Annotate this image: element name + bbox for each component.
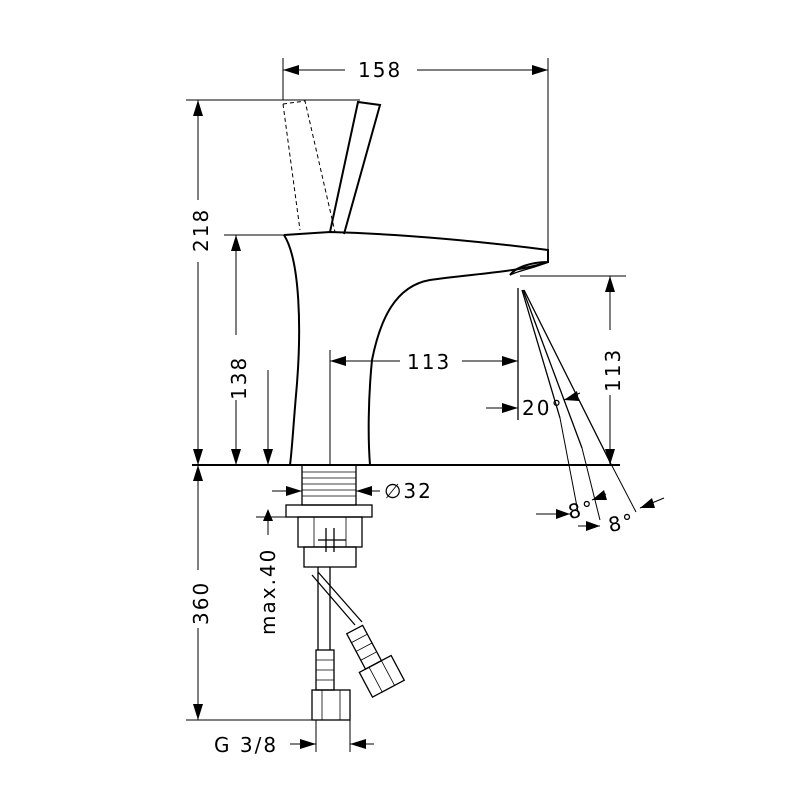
mounting-shank — [285, 464, 373, 568]
dim-spout-height-113: 113 — [520, 275, 626, 465]
dim-label-158: 158 — [358, 58, 402, 82]
dim-label-diameter: ∅32 — [384, 479, 433, 503]
spray-lines — [517, 288, 637, 521]
lever-handle — [282, 100, 382, 235]
dim-diameter-32: ∅32 — [272, 479, 433, 503]
supply-hoses — [311, 567, 406, 721]
faucet-body — [192, 230, 620, 466]
dim-thread-g38: G 3/8 — [214, 720, 374, 757]
dim-angle-8: 8° 8° — [536, 490, 665, 537]
dim-max-40: max.40 — [256, 509, 286, 635]
dim-height-218: 218 — [186, 99, 360, 465]
dim-label-218: 218 — [189, 208, 213, 252]
dim-label-thread: G 3/8 — [214, 733, 278, 757]
dim-label-angle-20: 20° — [522, 396, 563, 420]
dim-angle-20: 20° — [486, 391, 581, 420]
dim-length-360: 360 — [186, 465, 312, 721]
dim-label-360: 360 — [189, 581, 213, 625]
dim-height-138: 138 — [224, 234, 284, 465]
dim-label-tilt-1: 8° — [566, 496, 596, 524]
dim-reach-113: 113 — [329, 350, 518, 465]
dim-label-138: 138 — [227, 356, 251, 400]
dim-label-tilt-2: 8° — [606, 509, 636, 537]
dim-label-spout-height: 113 — [601, 348, 625, 392]
dim-width-158: 158 — [282, 58, 549, 250]
dim-label-reach: 113 — [407, 350, 451, 374]
dim-label-max-40: max.40 — [256, 548, 280, 635]
